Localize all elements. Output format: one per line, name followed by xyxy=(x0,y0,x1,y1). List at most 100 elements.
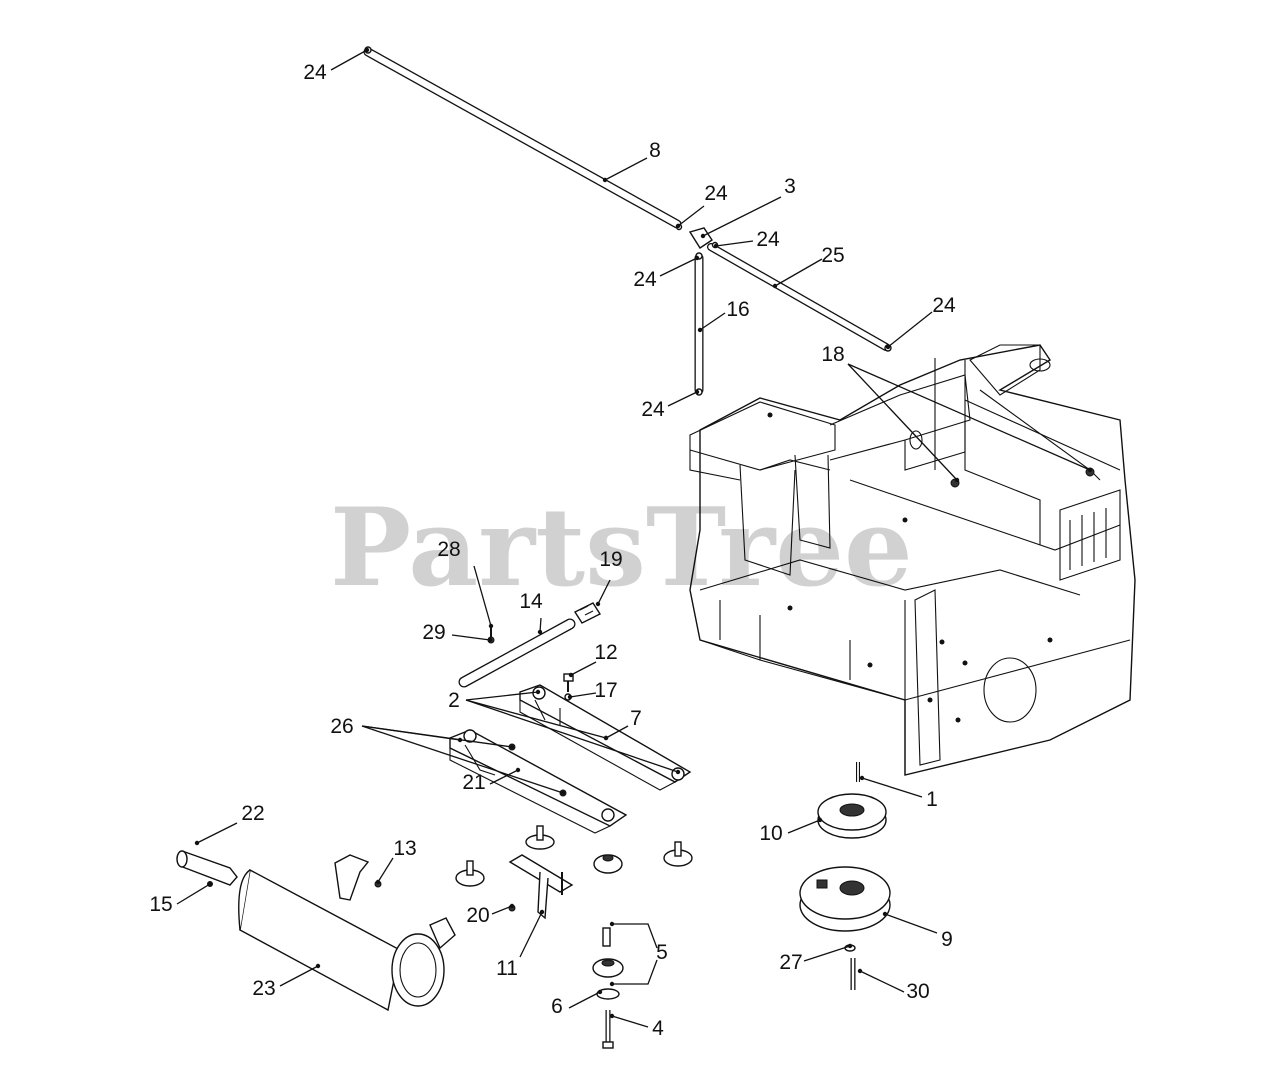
callout-17-label: 17 xyxy=(594,679,617,702)
callout-5-leader-b-tip xyxy=(609,981,615,987)
callout-23-leader-tip xyxy=(315,963,321,969)
callout-24-label: 24 xyxy=(633,268,657,291)
callout-24-leader xyxy=(715,240,754,247)
callout-17-leader-tip xyxy=(567,694,573,700)
callout-8-label: 8 xyxy=(649,139,661,162)
callout-24-leader xyxy=(677,205,705,227)
callout-14-leader xyxy=(539,617,542,633)
callout-1-leader xyxy=(861,777,923,798)
callout-16-leader-tip xyxy=(697,327,703,333)
rod-8 xyxy=(363,46,682,229)
callout-27-leader-tip xyxy=(847,943,853,949)
callout-30-leader xyxy=(859,970,905,993)
callout-15-leader-tip xyxy=(207,881,213,887)
callout-18-leader-b xyxy=(847,363,1091,471)
callout-19-label: 19 xyxy=(599,548,622,571)
callout-5-label: 5 xyxy=(656,941,668,964)
callout-9-leader-tip xyxy=(882,911,888,917)
rod-16 xyxy=(694,252,704,396)
bracket-11 xyxy=(508,854,574,920)
callout-24-leader-tip xyxy=(675,223,681,229)
callout-21-leader-tip xyxy=(515,767,521,773)
callout-24-leader-tip xyxy=(713,243,719,249)
callout-7-leader xyxy=(605,725,629,739)
callout-3-leader-tip xyxy=(700,233,706,239)
callout-11-leader-tip xyxy=(539,909,545,915)
callout-29-leader xyxy=(451,634,491,641)
callout-24-leader-tip xyxy=(694,255,700,261)
callout-2-leader xyxy=(465,691,539,701)
callout-17-leader xyxy=(569,692,597,698)
callout-10-leader-tip xyxy=(817,817,823,823)
callout-27-label: 27 xyxy=(779,951,802,974)
callout-10-label: 10 xyxy=(759,822,782,845)
callout-26-leader-b xyxy=(361,725,564,794)
callout-1-leader-tip xyxy=(859,775,865,781)
callout-26-leader-b-tip xyxy=(560,790,566,796)
callout-30-label: 30 xyxy=(906,980,929,1003)
callout-29-leader-tip xyxy=(487,637,493,643)
tailpipe-22 xyxy=(176,850,238,887)
bracket-21 xyxy=(449,729,628,834)
callout-2-leader-tip xyxy=(535,689,541,695)
callout-24-leader xyxy=(330,49,368,71)
callout-19-leader-tip xyxy=(595,601,601,607)
callout-16-leader xyxy=(699,312,726,331)
callout-28-label: 28 xyxy=(437,538,460,561)
callout-1-label: 1 xyxy=(926,788,938,811)
callout-4-label: 4 xyxy=(652,1017,664,1040)
callout-21-label: 21 xyxy=(462,771,485,794)
callout-20-leader-tip xyxy=(509,903,515,909)
callout-12-label: 12 xyxy=(594,641,617,664)
callout-13-leader xyxy=(377,857,394,883)
callout-24-label: 24 xyxy=(932,294,956,317)
callout-7-leader-tip xyxy=(603,735,609,741)
callout-3-label: 3 xyxy=(784,175,796,198)
callout-28-leader-tip xyxy=(488,623,494,629)
callout-24-leader xyxy=(667,391,698,407)
coupler-19 xyxy=(573,602,602,624)
callout-25-label: 25 xyxy=(821,244,844,267)
callout-28-leader xyxy=(473,565,492,627)
callout-8-leader xyxy=(604,157,648,181)
isolator-mounts xyxy=(455,825,693,887)
callout-15-label: 15 xyxy=(149,893,172,916)
callout-2-leader-b xyxy=(465,699,679,773)
shaft-14 xyxy=(458,618,576,688)
callout-15-leader xyxy=(176,883,211,905)
callout-18-leader-b-tip xyxy=(1087,467,1093,473)
callout-8-leader-tip xyxy=(602,177,608,183)
callout-18-leader xyxy=(847,363,958,481)
callout-11-leader xyxy=(519,911,543,958)
callout-18-label: 18 xyxy=(821,343,844,366)
callout-25-leader xyxy=(774,258,823,287)
callout-26-leader-c-tip xyxy=(457,737,463,743)
callout-12-leader-tip xyxy=(568,672,574,678)
callout-26-label: 26 xyxy=(330,715,353,738)
callout-24-leader-tip xyxy=(694,389,700,395)
callout-14-label: 14 xyxy=(519,590,543,613)
callout-12-leader xyxy=(570,661,597,676)
callout-22-leader-tip xyxy=(194,840,200,846)
callout-18-leader-tip xyxy=(954,477,960,483)
callout-9-leader xyxy=(884,913,938,934)
mount-stack-5-6-4 xyxy=(592,927,624,1049)
callout-24-label: 24 xyxy=(756,228,780,251)
callout-5-leader-tip xyxy=(609,921,615,927)
callout-6-label: 6 xyxy=(551,995,563,1018)
callout-22-leader xyxy=(196,822,238,844)
callout-24-leader-tip xyxy=(885,344,891,350)
callout-6-leader xyxy=(568,991,601,1009)
callout-27-leader xyxy=(803,945,851,962)
callout-24-leader xyxy=(887,311,933,348)
clutch-9 xyxy=(799,866,891,990)
callout-6-leader-tip xyxy=(597,989,603,995)
pulley-10 xyxy=(817,762,887,839)
frame-assembly xyxy=(689,344,1136,776)
callout-19-leader xyxy=(597,579,611,605)
callout-7-label: 7 xyxy=(630,707,642,730)
callout-26-leader-tip xyxy=(509,744,515,750)
callout-4-leader-tip xyxy=(609,1013,615,1019)
